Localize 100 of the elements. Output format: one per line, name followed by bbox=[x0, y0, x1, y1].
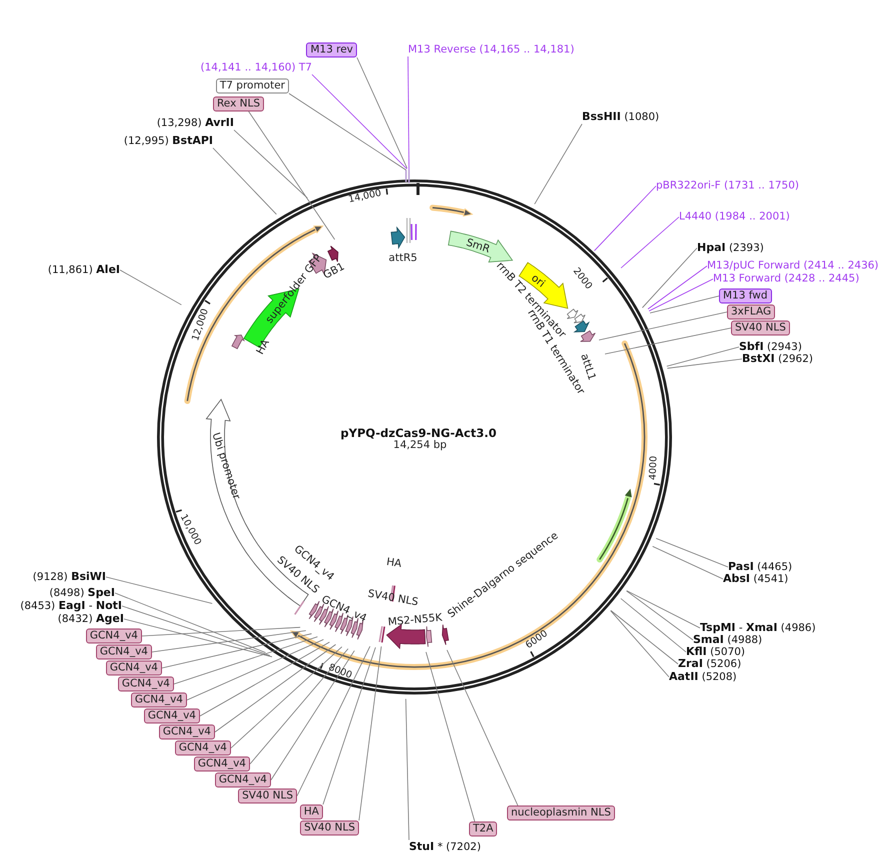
leader-line bbox=[620, 598, 686, 652]
leader-line bbox=[120, 270, 182, 306]
restriction-site-label: (8432) AgeI bbox=[58, 612, 124, 626]
leader-line bbox=[162, 633, 312, 668]
feature-label: GCN4_v4 bbox=[118, 676, 174, 692]
leader-line bbox=[408, 56, 410, 170]
leader-line bbox=[666, 346, 740, 367]
restriction-site-label: AatII (5208) bbox=[669, 670, 737, 684]
feature-name: HA bbox=[386, 556, 402, 570]
tick-label: 12,000 bbox=[190, 307, 212, 343]
leader-line bbox=[248, 111, 336, 240]
feature-label: GCN4_v4 bbox=[214, 772, 271, 788]
restriction-site-label: (9128) BsiWI bbox=[32, 570, 106, 584]
feature-name: HA bbox=[254, 338, 272, 356]
feature-label: T2A bbox=[469, 822, 498, 836]
feature-label: GCN4_v4 bbox=[96, 644, 152, 660]
feature-label: SV40 NLS bbox=[731, 320, 790, 336]
feature-name: ori bbox=[528, 272, 548, 290]
feature-label: T7 promoter bbox=[216, 78, 289, 94]
leader-line bbox=[426, 652, 476, 822]
feature-label: GCN4_v4 bbox=[194, 756, 250, 772]
leader-line bbox=[124, 618, 272, 658]
feature-name: GB1 bbox=[321, 260, 347, 282]
leader-line bbox=[656, 538, 728, 568]
leader-line bbox=[652, 546, 724, 580]
restriction-site-label: (13,298) AvrII bbox=[156, 116, 234, 130]
leader-line bbox=[650, 296, 720, 314]
leader-line bbox=[322, 647, 376, 805]
primer-label: M13/pUC Forward (2414 .. 2436) bbox=[707, 260, 879, 272]
feature-label: SV40 NLS bbox=[300, 820, 359, 836]
primer-label: (14,141 .. 14,160) T7 bbox=[200, 62, 312, 74]
leader-line bbox=[142, 626, 301, 636]
feature-name: SV40 NLS bbox=[366, 588, 420, 608]
feature-label: 3xFLAG bbox=[727, 304, 776, 320]
primer-label: M13 rev bbox=[306, 42, 357, 58]
restriction-site-label: SmaI (4988) bbox=[693, 633, 762, 647]
primer-label: pBR322ori-F (1731 .. 1750) bbox=[656, 180, 800, 192]
restriction-site-label: BstXI (2962) bbox=[742, 352, 814, 366]
restriction-site-label: HpaI (2393) bbox=[697, 241, 764, 255]
leader-line bbox=[534, 124, 582, 204]
feature-label: GCN4_v4 bbox=[86, 628, 142, 644]
feature-label: GCN4_v4 bbox=[174, 740, 231, 756]
leader-line bbox=[604, 328, 732, 354]
leader-line bbox=[296, 646, 370, 796]
feature-label: nucleoplasmin NLS bbox=[507, 806, 615, 820]
leader-line bbox=[212, 148, 277, 215]
leader-line bbox=[610, 610, 678, 664]
leader-line bbox=[356, 57, 408, 168]
restriction-site-label: KflI (5070) bbox=[686, 645, 746, 659]
restriction-site-label: StuI* (7202) bbox=[409, 840, 481, 854]
leader-line bbox=[648, 278, 714, 312]
restriction-site-label: (8498) SpeI bbox=[49, 586, 115, 600]
leader-line bbox=[642, 248, 698, 308]
primer-label: M13 Reverse (14,165 .. 14,181) bbox=[408, 44, 574, 56]
leader-line bbox=[446, 650, 518, 806]
restriction-site-label: ZraI (5206) bbox=[678, 657, 742, 671]
feature-label: GCN4_v4 bbox=[106, 660, 162, 676]
tick-label: 8000 bbox=[326, 662, 354, 682]
restriction-site-label: (8453) EagI - NotI bbox=[20, 599, 122, 613]
leader-line bbox=[214, 644, 336, 732]
feature-label: GCN4_v4 bbox=[130, 692, 187, 708]
leader-line bbox=[200, 642, 330, 716]
restriction-site-label: AbsI (4541) bbox=[723, 572, 788, 586]
restriction-site-label: SbfI (2943) bbox=[739, 340, 802, 354]
leader-line bbox=[626, 590, 694, 640]
leader-line bbox=[152, 630, 306, 652]
feature-name: MS2-N55K bbox=[387, 612, 443, 628]
restriction-site-label: (11,861) AleI bbox=[48, 263, 120, 277]
leader-line bbox=[186, 639, 324, 700]
leader-line bbox=[270, 650, 355, 780]
primer-label: M13 fwd bbox=[719, 288, 772, 304]
primer-label: M13 Forward (2428 .. 2445) bbox=[713, 272, 860, 286]
leader-line bbox=[288, 93, 406, 170]
leader-line bbox=[598, 312, 728, 340]
leader-line bbox=[106, 576, 213, 604]
leader-line bbox=[250, 648, 348, 764]
feature-label: GCN4_v4 bbox=[144, 708, 200, 724]
feature-label: SV40 NLS bbox=[238, 788, 297, 804]
leader-line bbox=[174, 636, 318, 684]
tick-label: 14,000 bbox=[348, 188, 382, 206]
restriction-site-label: PasI (4465) bbox=[728, 560, 792, 574]
restriction-site-label: (12,995) BstAPI bbox=[124, 134, 213, 148]
feature-name: SmR bbox=[464, 236, 492, 256]
restriction-site-label: TspMI - XmaI (4986) bbox=[700, 621, 816, 635]
leader-line bbox=[626, 590, 700, 628]
feature-name: attR5 bbox=[388, 252, 418, 264]
leader-line bbox=[666, 358, 742, 369]
leader-line bbox=[648, 266, 708, 310]
primer-label: L4440 (1984 .. 2001) bbox=[679, 210, 790, 224]
leader-line bbox=[594, 186, 656, 252]
tick-label: 4000 bbox=[648, 456, 660, 480]
leader-line bbox=[122, 606, 270, 656]
plasmid-size: 14,254 bp bbox=[393, 439, 447, 451]
leader-line bbox=[620, 216, 680, 268]
leader-line bbox=[234, 130, 308, 198]
plasmid-name: pYPQ-dzCas9-NG-Act3.0 bbox=[340, 426, 496, 440]
restriction-site-label: BssHII (1080) bbox=[582, 110, 660, 124]
feature-label: GCN4_v4 bbox=[158, 724, 215, 740]
feature-label: HA bbox=[300, 804, 323, 820]
leader-line bbox=[405, 698, 410, 840]
